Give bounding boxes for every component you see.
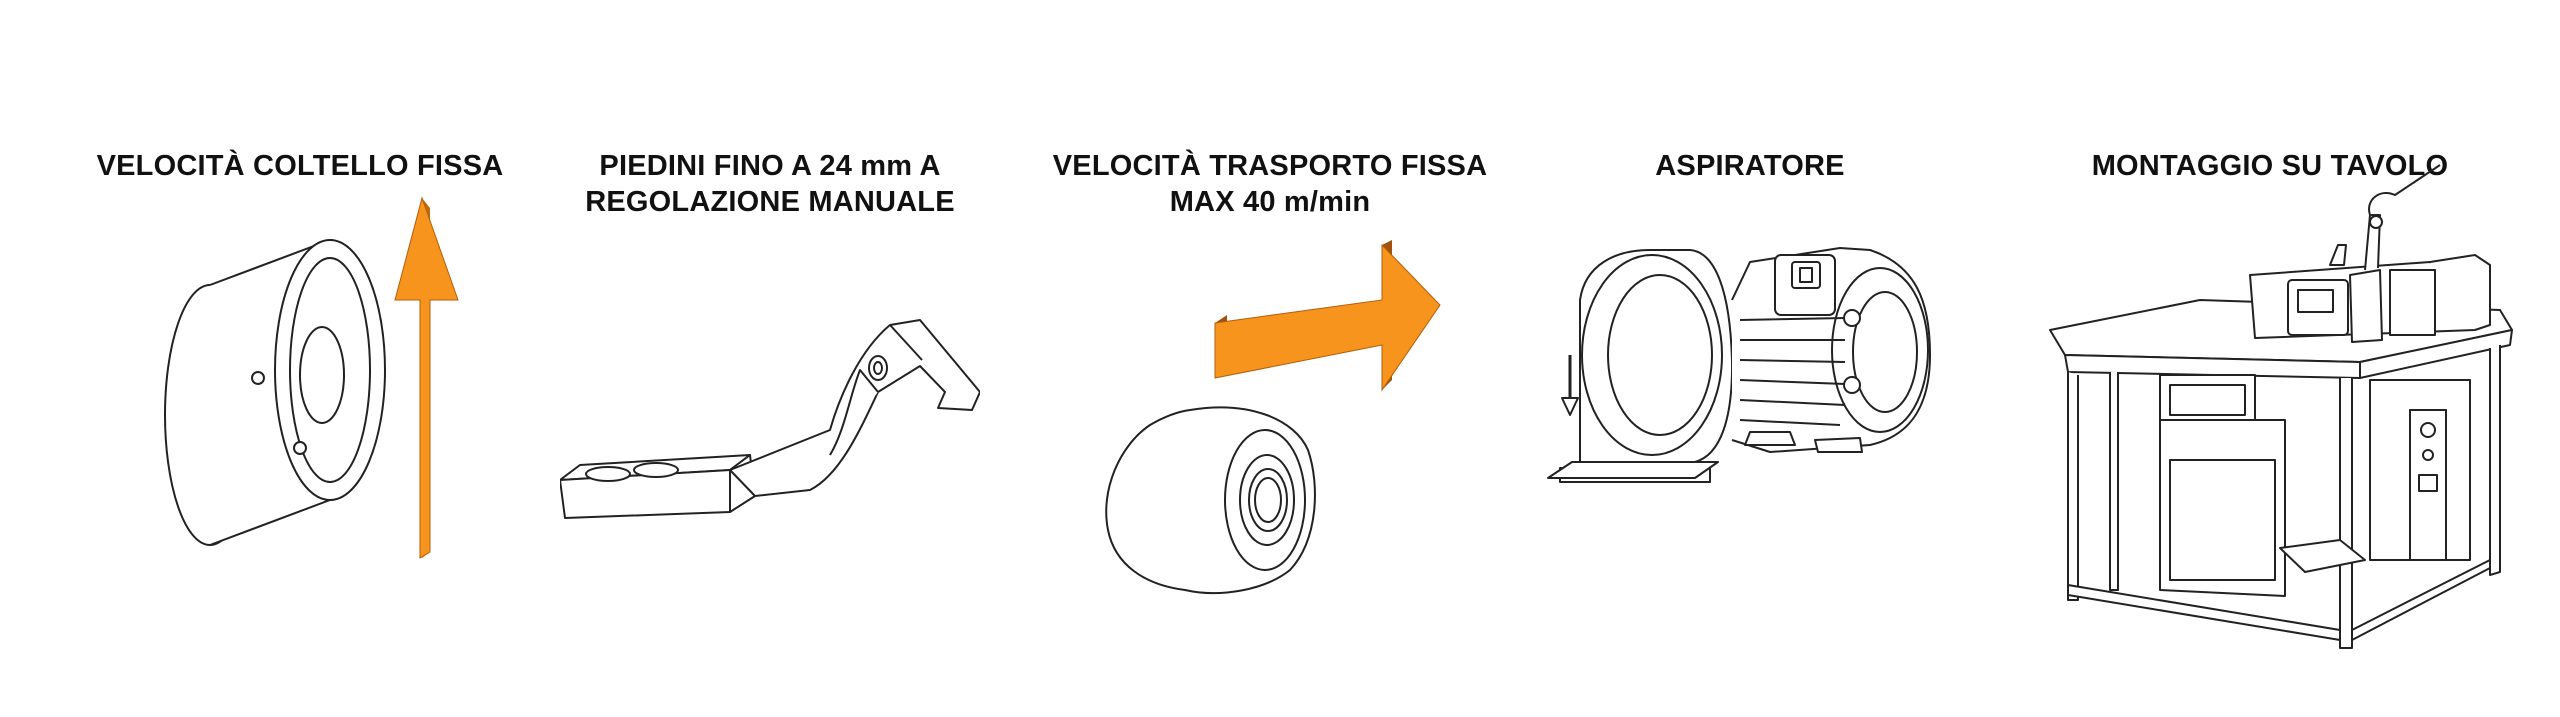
feature-knife-speed: VELOCITÀ COLTELLO FISSA: [60, 0, 540, 717]
right-arrow-icon: [1215, 240, 1440, 390]
feature-title: PIEDINI FINO A 24 mm A REGOLAZIONE MANUA…: [585, 150, 955, 218]
feature-title: VELOCITÀ COLTELLO FISSA: [96, 150, 504, 182]
transport-roller-icon: [1020, 240, 1520, 717]
knife-wheel-icon: [60, 0, 540, 717]
feature-title: ASPIRATORE: [1655, 150, 1845, 182]
feature-title: VELOCITÀ TRASPORTO FISSA MAX 40 m/min: [1052, 150, 1488, 218]
feature-aspirator: ASPIRATORE: [1540, 0, 1960, 717]
presser-foot-icon: [560, 0, 980, 717]
aspirator-blower-icon: [1540, 0, 1960, 717]
feature-presser-feet: PIEDINI FINO A 24 mm A REGOLAZIONE MANUA…: [560, 0, 980, 717]
table-machine-icon: [2020, 0, 2520, 717]
feature-table-mounting: MONTAGGIO SU TAVOLO: [2020, 0, 2520, 717]
feature-transport-speed: VELOCITÀ TRASPORTO FISSA MAX 40 m/min: [1020, 0, 1520, 717]
up-arrow-icon: [395, 198, 458, 558]
feature-title: MONTAGGIO SU TAVOLO: [2091, 150, 2449, 182]
